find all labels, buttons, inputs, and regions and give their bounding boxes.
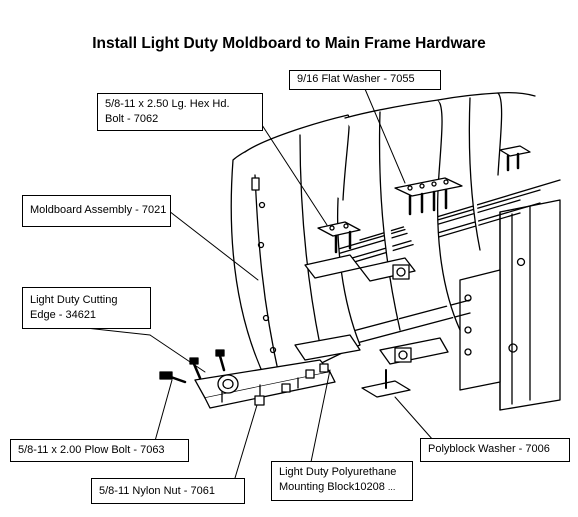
flat-washer-label: 9/16 Flat Washer - 7055 — [297, 73, 415, 85]
callout-nylon-nut: 5/8-11 Nylon Nut - 7061 — [91, 478, 245, 504]
moldboard-label: Moldboard Assembly - 7021 — [30, 204, 167, 216]
diagram-title: Install Light Duty Moldboard to Main Fra… — [92, 35, 486, 52]
mounting-block-number: 10208 — [354, 481, 385, 493]
mounting-block-label-line1: Light Duty Polyurethane — [279, 466, 397, 478]
mounting-block-label-line2: Mounting Block — [279, 481, 355, 493]
leader-lines — [85, 88, 434, 479]
callout-moldboard: Moldboard Assembly - 7021 — [22, 195, 171, 227]
main-frame — [459, 199, 561, 411]
upper-bolt-cluster — [394, 145, 531, 216]
cutting-edge-label-line2: Edge - 34621 — [30, 309, 97, 321]
callout-mounting-block: Light Duty Polyurethane Mounting Block10… — [271, 461, 413, 501]
callout-plow-bolt: 5/8-11 x 2.00 Plow Bolt - 7063 — [10, 439, 189, 462]
callout-hex-bolt: 5/8-11 x 2.50 Lg. Hex Hd. Bolt - 7062 — [97, 93, 263, 131]
callout-polyblock-washer: Polyblock Washer - 7006 — [420, 438, 570, 462]
nylon-nuts — [254, 363, 329, 406]
moldboard-ribs — [230, 91, 536, 389]
polyblock-washer-label: Polyblock Washer - 7006 — [428, 443, 550, 455]
hex-bolt-label-line2: Bolt - 7062 — [105, 113, 159, 125]
mounting-block-suffix: ... — [387, 482, 396, 492]
plow-bolt-label: 5/8-11 x 2.00 Plow Bolt - 7063 — [18, 444, 165, 456]
hex-bolt-label-line1: 5/8-11 x 2.50 Lg. Hex Hd. — [105, 98, 230, 110]
cutting-edge-label-line1: Light Duty Cutting — [30, 294, 118, 306]
callout-flat-washer: 9/16 Flat Washer - 7055 — [289, 70, 441, 90]
mounting-blocks — [294, 254, 449, 365]
nylon-nut-label: 5/8-11 Nylon Nut - 7061 — [99, 485, 215, 497]
callout-cutting-edge: Light Duty Cutting Edge - 34621 — [22, 287, 151, 329]
hex-bolt-assembly — [317, 221, 361, 254]
plow-bolts — [159, 349, 226, 384]
